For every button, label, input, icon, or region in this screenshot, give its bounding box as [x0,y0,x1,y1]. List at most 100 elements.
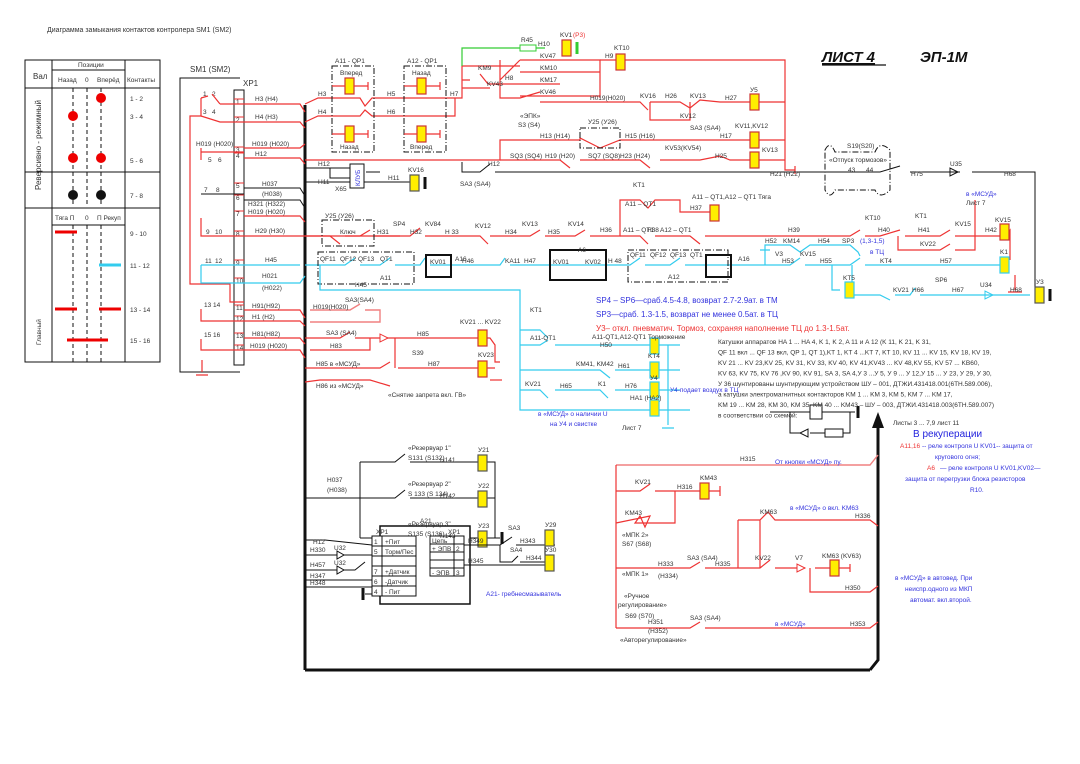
label-avtoreg: «Авторегулирование» [620,637,687,644]
label-h12b: H12 [488,161,500,168]
label-s19: S19(S20) [847,143,874,150]
label-msud-auto1: в «МСУД» в автовед. При [895,575,973,582]
label-y22: У22 [478,483,490,490]
label-km43b: KM43 [625,510,642,517]
label-h54: H54 [818,238,830,245]
label-kv47: KV47 [540,53,556,60]
a21-row-left: +Пит [385,539,400,546]
note-recup-1b: -- реле контроля U KV01-- защита от [922,443,1033,450]
label-h41: H41 [918,227,930,234]
ha1-horn [649,399,660,417]
label-h85: H85 [417,331,429,338]
label-h3: H3 [318,91,327,98]
label-h17: H17 [720,133,732,140]
label-h352: (H352) [648,628,668,635]
label-h21: H21 (H22) [770,171,800,178]
label-vtc: в ТЦ [870,249,884,256]
coil-note-line: Катушки аппаратов HA 1 ... HA 4, K 1, K … [718,339,931,346]
label-kv21-22: KV21 ... KV22 [460,319,501,326]
contact-number: 8 [216,187,220,194]
coil-note-line: KV 21 ... KV 23,KV 25, KV 31, KV 33, KV … [718,360,979,367]
xp1-pin: 12 [236,316,244,323]
label-kv21a: KV21 [893,287,909,294]
reverser-circuits [304,39,1036,290]
note-recup-2: кругового огня; [935,454,980,461]
label-h343: H343 [520,538,536,545]
wire-label: H3 (H4) [255,96,278,103]
kv15-coil [999,223,1010,241]
label-qt1: QT1 [380,256,393,263]
label-sa3b: SA3 (SA4) [460,181,491,188]
a21-pin-left: 1 [374,539,378,546]
label-h48: H 48 [608,258,622,265]
label-coil-tyaga: A11 – QT1,A12 – QT1 Тяга [692,194,771,201]
note-recup-4: защита от перегрузки блока резисторов [905,475,1026,483]
label-ka11: KA11 [505,258,521,265]
note-recup-title: В рекуперации [913,429,982,440]
coil-note-line: а катушки электромагнитных контакторов K… [718,392,953,399]
a21-pin-right: 2 [456,546,460,553]
label-h75: H75 [911,171,923,178]
label-p3: (P3) [573,32,585,39]
wire-label: H45 [265,257,277,264]
pos-recup: П Рекуп [97,215,121,222]
label-h5: H5 [387,91,396,98]
connector-xp1 [233,89,245,366]
label-msud-km63: в «МСУД» о вкл. KM63 [790,505,859,512]
wire-label: H019 (H020) [196,141,233,148]
label-s133: S 133 (S 134) [408,491,448,498]
label-sp4: SP4 [393,221,406,228]
sheet-number: ЛИСТ 4 [821,49,876,66]
label-km41: KM41, KM42 [576,361,614,368]
label-y25b: У25 (У26) [325,213,354,220]
wire-label: H321 (H322) [248,201,285,208]
kv13-coil [749,151,760,169]
label-h27: H27 [725,95,737,102]
note-sp4: SP4 – SP6—сраб.4.5-4.8, возврат 2.7-2.9а… [596,296,778,305]
contact-number: 2 [212,91,216,98]
kt10-coil [615,53,626,71]
label-c44: 44 [866,167,874,174]
label-ruchnoe1: «Ручное [624,593,650,600]
label-h52: H52 [765,238,777,245]
contact-number: 15 [204,332,212,339]
y21-coil [477,454,488,472]
label-otpusk: «Отпуск тормозов» [829,157,887,164]
a21-row-left: Торм/Пес [385,549,414,556]
label-a11qt1c: A11-QT1 [530,335,556,342]
label-kv12: KV12 [475,223,491,230]
xp1-pin: 1 [236,99,240,106]
a21-pin-left: 7 [374,569,378,576]
label-km14: KM14 [783,238,800,245]
wire-label: H021 [262,273,278,280]
contact-pair-label: 3 - 4 [130,114,143,121]
kv21-kv22-coil [477,329,488,347]
label-h83: H83 [330,343,342,350]
closure-dot [96,93,106,103]
wire-label: H81(H82) [252,331,280,338]
a21-row-left: -Датчик [385,579,408,586]
label-coil-tormozh: A11-QT1,A12-QT1 Торможение [592,334,686,341]
label-kv02: KV02 [585,259,601,266]
label-epk: «ЭПК» [520,113,541,120]
label-mpk1: «МПК 1» [622,571,649,578]
contact-number: 14 [213,302,221,309]
a6-relay [549,249,607,281]
label-sq7: SQ7 (SQ8) [588,153,620,160]
label-y21: У21 [478,447,490,454]
contact-closure-table: Вал Позиции Контакты Назад 0 Вперёд Тяга… [24,59,161,363]
contact-pair-label: 13 - 14 [130,307,151,314]
label-c43: 43 [848,167,856,174]
label-h351: H351 [648,619,664,626]
label-msud: в «МСУД» [775,621,806,628]
s19-box [824,145,891,196]
label-vpered: Вперед [340,70,363,77]
coil-note-line: KM 19 ... KM 28, KM 30, KM 35, KM 40 ...… [718,402,994,409]
xp1-pin: 8 [236,231,240,238]
label-sp3val: (1,3-1,5) [860,238,885,245]
contact-pair-label: 11 - 12 [130,263,150,270]
wire-label: (H038) [262,191,282,198]
label-km10: KM10 [540,65,557,72]
label-a11: A11 [380,275,391,282]
